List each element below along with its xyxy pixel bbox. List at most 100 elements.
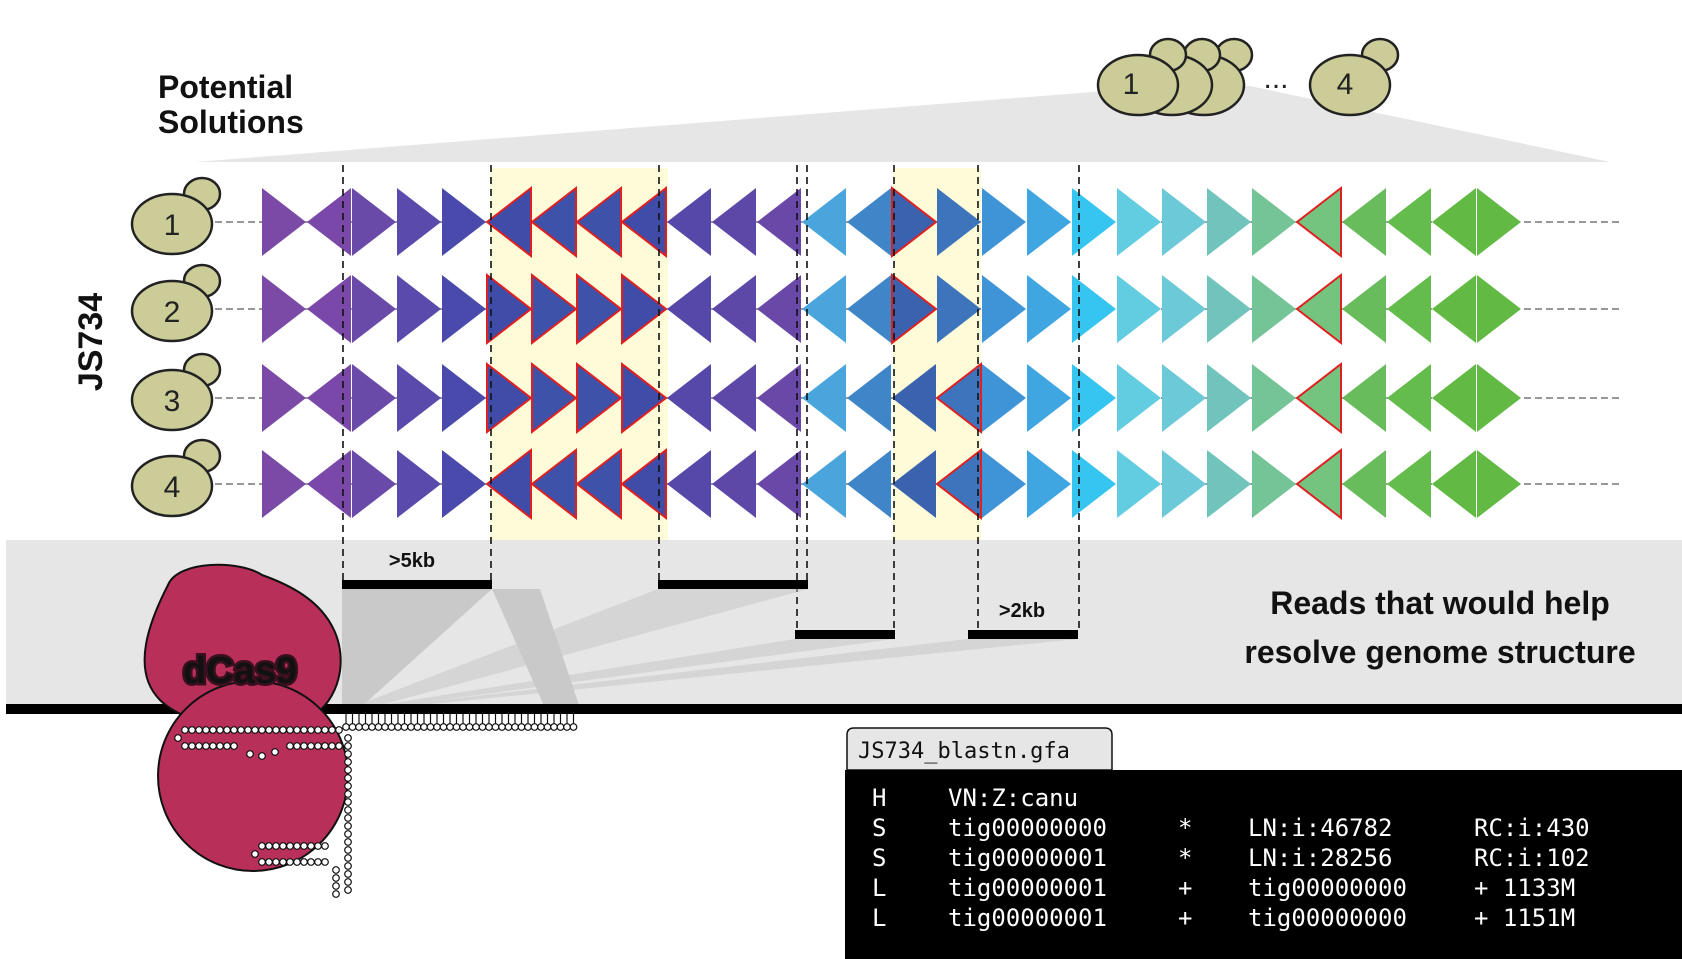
rna-base: [374, 723, 383, 731]
rna-base: [344, 862, 352, 870]
gfa-filename: JS734_blastn.gfa: [858, 739, 1070, 764]
gfa-cell: RC:i:430: [1474, 814, 1590, 842]
rna-base: [344, 790, 352, 798]
segment-arrow: [442, 275, 486, 343]
rna-base: [517, 723, 526, 731]
segment-arrow: [1207, 364, 1251, 432]
rna-base: [504, 723, 513, 731]
rna-base: [223, 742, 231, 750]
rna-base: [498, 723, 506, 731]
rna-base: [381, 723, 389, 731]
rna-base: [328, 742, 336, 750]
rna-base: [307, 726, 315, 734]
segment-arrow: [576, 361, 623, 435]
top-yeast-cells: [1096, 37, 1400, 117]
read-bars: >5kb >2kb: [342, 550, 1078, 639]
gfa-terminal: [845, 770, 1682, 959]
rna-base: [265, 858, 273, 866]
rna-base: [265, 726, 273, 734]
rna-base: [272, 842, 280, 850]
segment-arrow: [397, 364, 441, 432]
rna-base: [344, 854, 352, 862]
gfa-cell: LN:i:46782: [1248, 814, 1393, 842]
rna-base: [258, 858, 266, 866]
rna-base: [344, 806, 352, 814]
rna-base: [394, 723, 402, 731]
strain-label: JS734: [72, 293, 110, 391]
rna-base: [271, 748, 279, 756]
reads-caption-line1: Reads that would help: [1270, 585, 1610, 621]
rna-base: [344, 870, 352, 878]
segment-arrow: [397, 450, 441, 518]
segment-arrow: [667, 364, 711, 432]
segment-arrow: [712, 188, 756, 256]
gfa-cell: tig00000001: [948, 904, 1107, 932]
solution-cell-2: 2: [130, 263, 222, 343]
rna-base: [465, 723, 474, 731]
segment-arrow: [935, 361, 982, 435]
gfa-cell: L: [872, 874, 886, 902]
segment-arrow: [757, 364, 801, 432]
cell-body: [1096, 53, 1180, 117]
rna-base: [344, 822, 352, 830]
cell-body: [130, 192, 214, 256]
rna-base: [181, 726, 189, 734]
rna-base: [344, 774, 352, 782]
rna-base: [286, 842, 294, 850]
segment-arrow: [1477, 188, 1521, 256]
segment-arrow: [891, 185, 938, 259]
rna-base: [556, 723, 565, 731]
rna-base: [223, 726, 231, 734]
rna-base: [485, 723, 493, 731]
segment-arrow: [576, 272, 623, 346]
gfa-cell: L: [872, 904, 886, 932]
gfa-cell: *: [1178, 844, 1192, 872]
solution-cell-4: 4: [130, 438, 222, 518]
top-cell-4: [1308, 37, 1400, 117]
rna-base: [314, 742, 322, 750]
segment-arrow: [1432, 450, 1476, 518]
segment-arrow: [847, 275, 891, 343]
segment-arrow: [1207, 188, 1251, 256]
segment-arrow: [1027, 364, 1071, 432]
rna-base: [459, 723, 467, 731]
rna-base: [426, 723, 435, 731]
segment-arrow: [1117, 275, 1161, 343]
rna-base: [439, 723, 448, 731]
segment-arrow: [620, 185, 667, 259]
segment-arrow: [621, 361, 668, 435]
read-bar-2: [658, 580, 808, 589]
gfa-cell: +: [1178, 904, 1192, 932]
rna-base: [344, 782, 352, 790]
segment-arrow: [1072, 450, 1116, 518]
segment-arrow: [802, 188, 846, 256]
segment-arrow: [937, 275, 981, 343]
rna-base: [332, 882, 340, 890]
rna-base: [188, 726, 196, 734]
rna-base: [279, 726, 287, 734]
segment-arrow: [1295, 185, 1342, 259]
segment-arrow: [1432, 364, 1476, 432]
rna-base: [332, 874, 340, 882]
rna-base: [244, 726, 252, 734]
guide-rna-beads: [342, 714, 578, 731]
dcas9-lobe: [143, 563, 342, 730]
title-line1: Potential: [158, 69, 293, 105]
rna-base: [293, 742, 301, 750]
gfa-file-tab: [846, 727, 1113, 771]
rna-base: [332, 890, 340, 898]
read-length-5kb: >5kb: [389, 550, 435, 572]
rna-base: [530, 723, 539, 731]
gfa-cell: tig00000000: [948, 814, 1107, 842]
segment-arrow: [1117, 450, 1161, 518]
segment-arrow: [442, 450, 486, 518]
segment-arrow: [847, 364, 891, 432]
title-line2: Solutions: [158, 104, 304, 140]
cell-body: [1308, 53, 1392, 117]
rna-base: [195, 726, 203, 734]
top-cell-ellipsis: ...: [1263, 62, 1288, 95]
rna-base: [344, 798, 352, 806]
